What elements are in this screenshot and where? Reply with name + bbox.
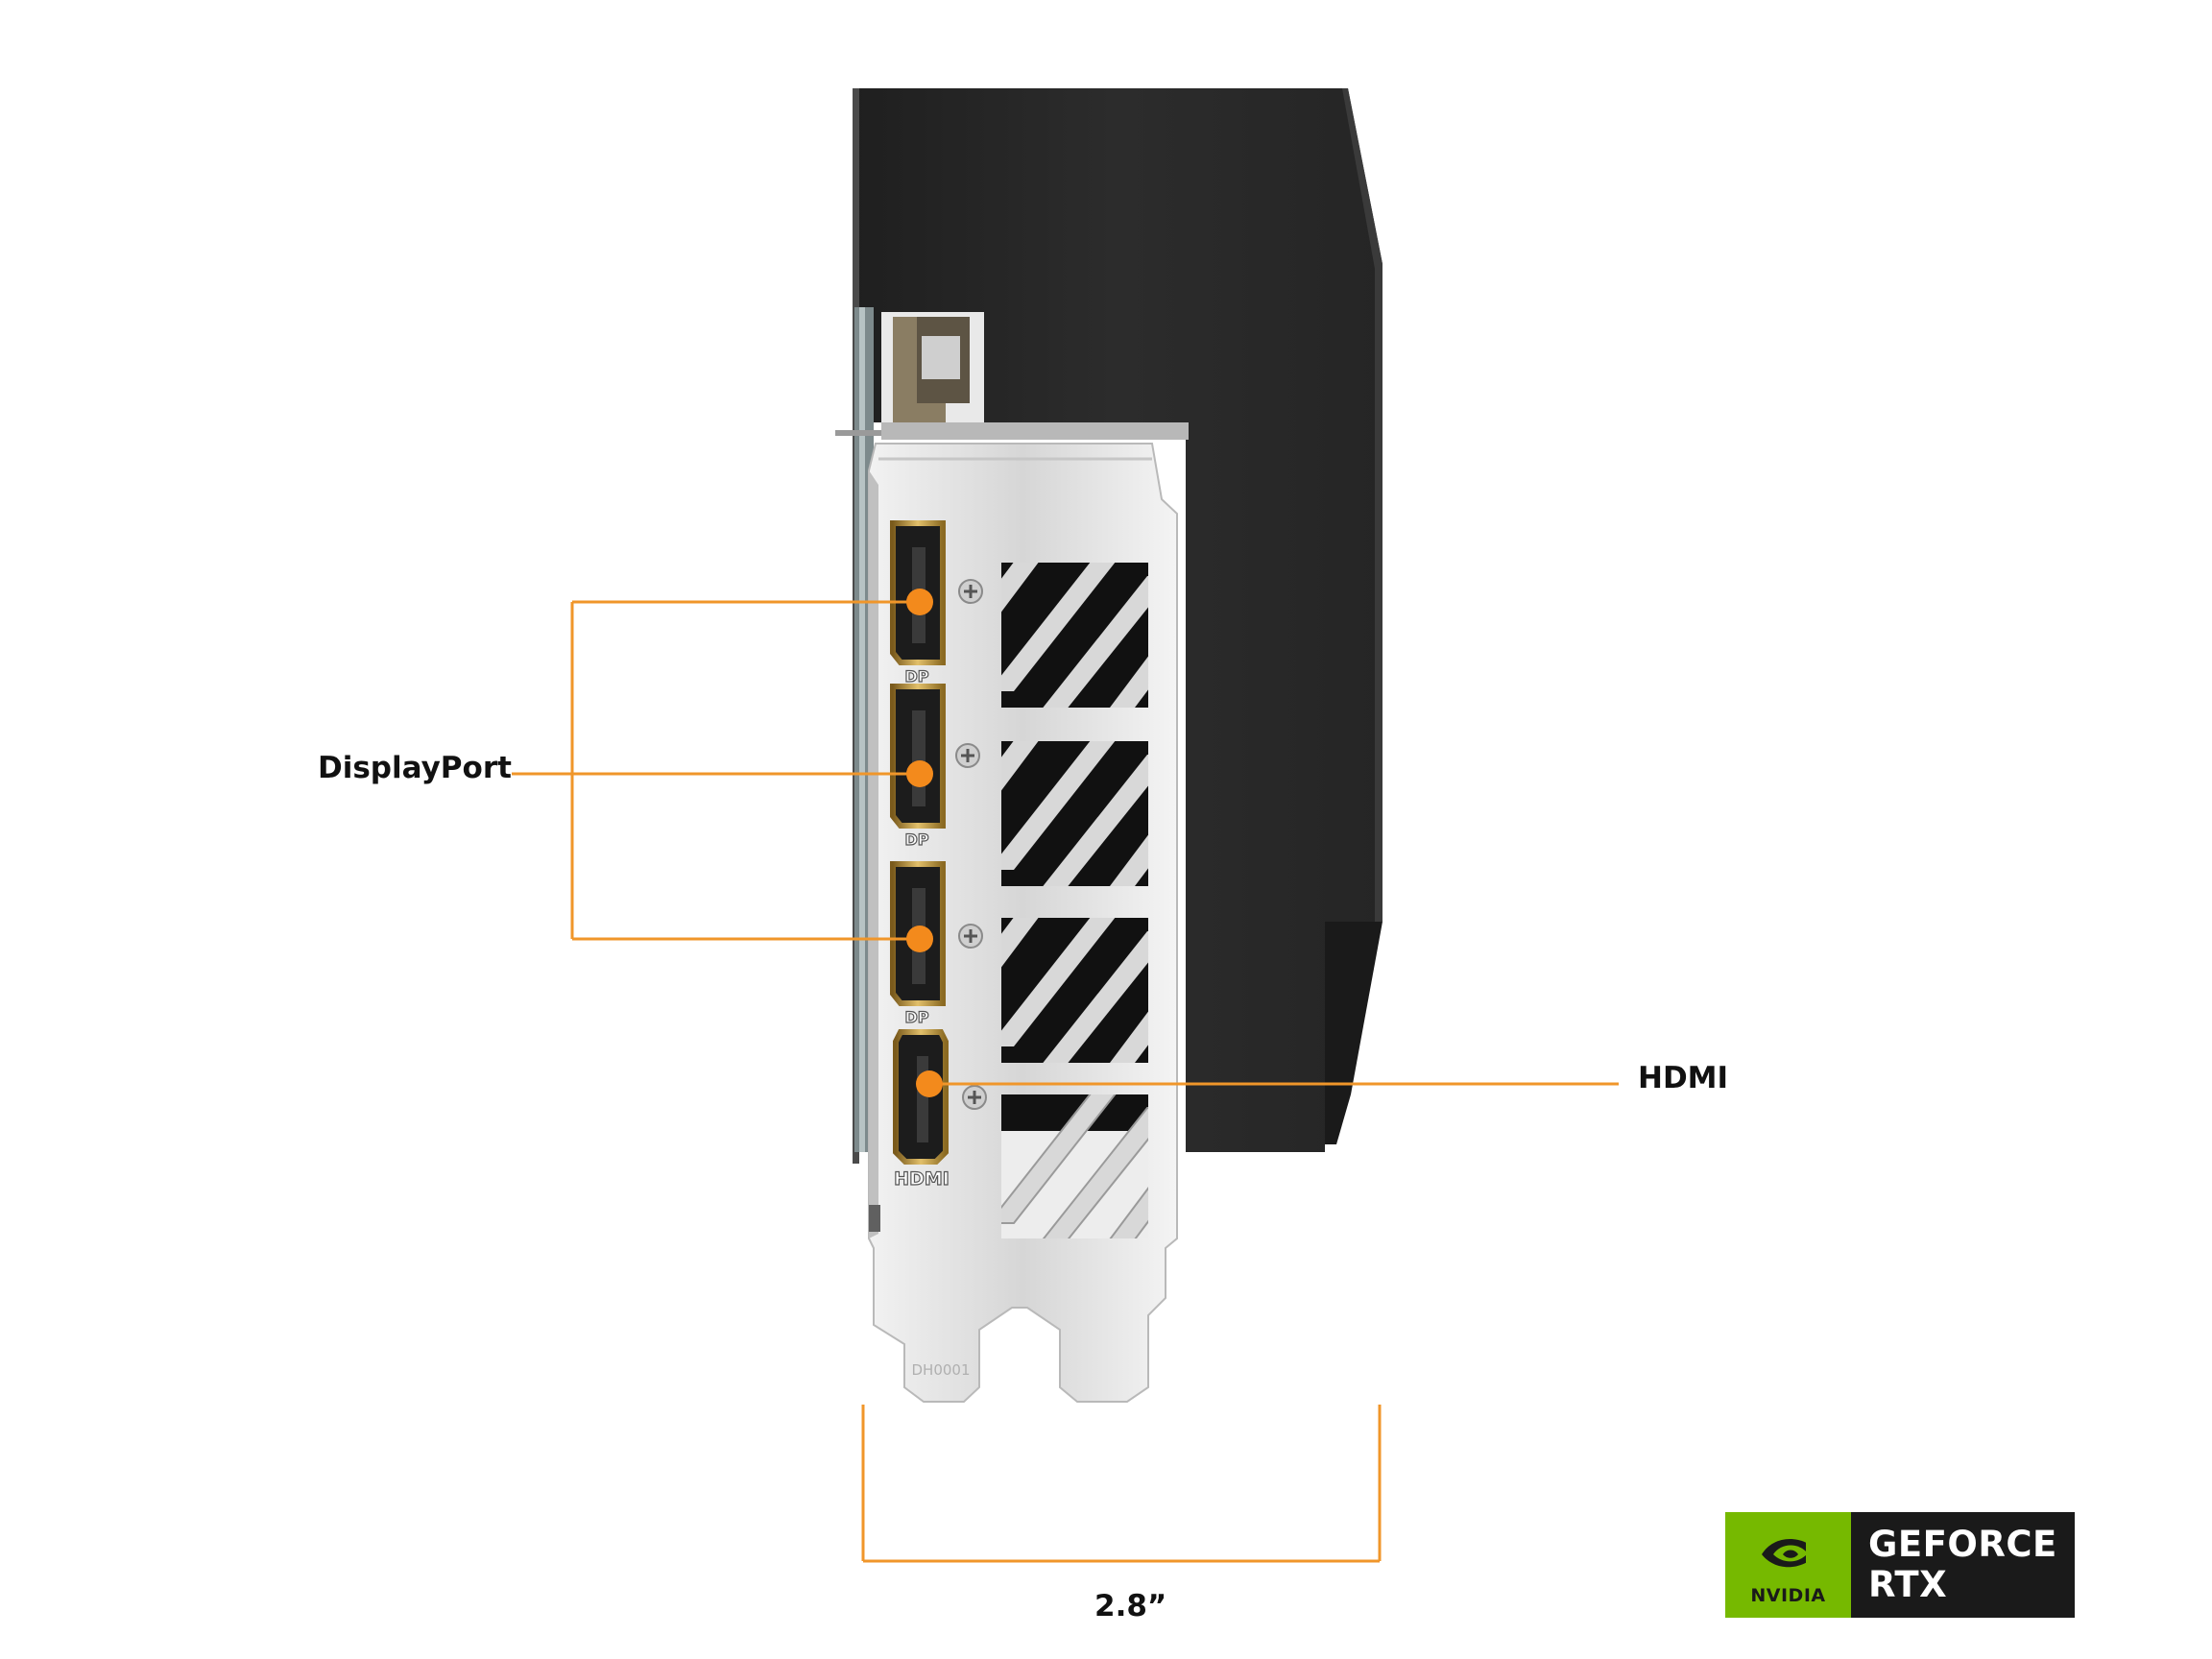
hdmi-connector [893, 1029, 949, 1165]
displayport-callout-lines [512, 600, 920, 941]
screw-icon [958, 924, 983, 949]
width-dimension-bracket [861, 1405, 1382, 1563]
vent-slot-3 [1001, 918, 1148, 1063]
displayport-label: DisplayPort [318, 751, 512, 785]
badge-product-line2: RTX [1868, 1564, 1948, 1605]
port-label-hdmi: HDMI [894, 1168, 950, 1190]
displayport-connector-2 [890, 684, 946, 829]
port-label-dp-2: DP [904, 830, 928, 849]
nvidia-logo: NVIDIA [1725, 1512, 1851, 1618]
nvidia-wordmark: NVIDIA [1750, 1585, 1826, 1606]
internal-bracket-area [835, 312, 1189, 440]
geforce-rtx-badge: NVIDIA GEFORCE RTX [1725, 1512, 2075, 1618]
hdmi-label: HDMI [1638, 1061, 1729, 1095]
geforce-rtx-text-panel: GEFORCE RTX [1851, 1512, 2075, 1618]
bracket-stamp: DH0001 [911, 1361, 970, 1379]
callout-dot-dp-1 [906, 589, 933, 615]
callout-dot-hdmi [916, 1070, 943, 1097]
callout-dot-dp-2 [906, 760, 933, 787]
callout-dot-dp-3 [906, 926, 933, 952]
vent-slot-4 [1001, 1094, 1148, 1238]
screw-icon [955, 743, 980, 768]
vent-slot-1 [1001, 563, 1148, 708]
nvidia-eye-icon [1752, 1526, 1825, 1581]
screw-icon [958, 579, 983, 604]
screw-icon [962, 1085, 987, 1110]
card-width-label: 2.8” [1094, 1589, 1167, 1623]
badge-product-line1: GEFORCE [1868, 1524, 2057, 1565]
port-label-dp-1: DP [904, 667, 928, 685]
vent-slot-2 [1001, 741, 1148, 886]
port-label-dp-3: DP [904, 1008, 928, 1026]
